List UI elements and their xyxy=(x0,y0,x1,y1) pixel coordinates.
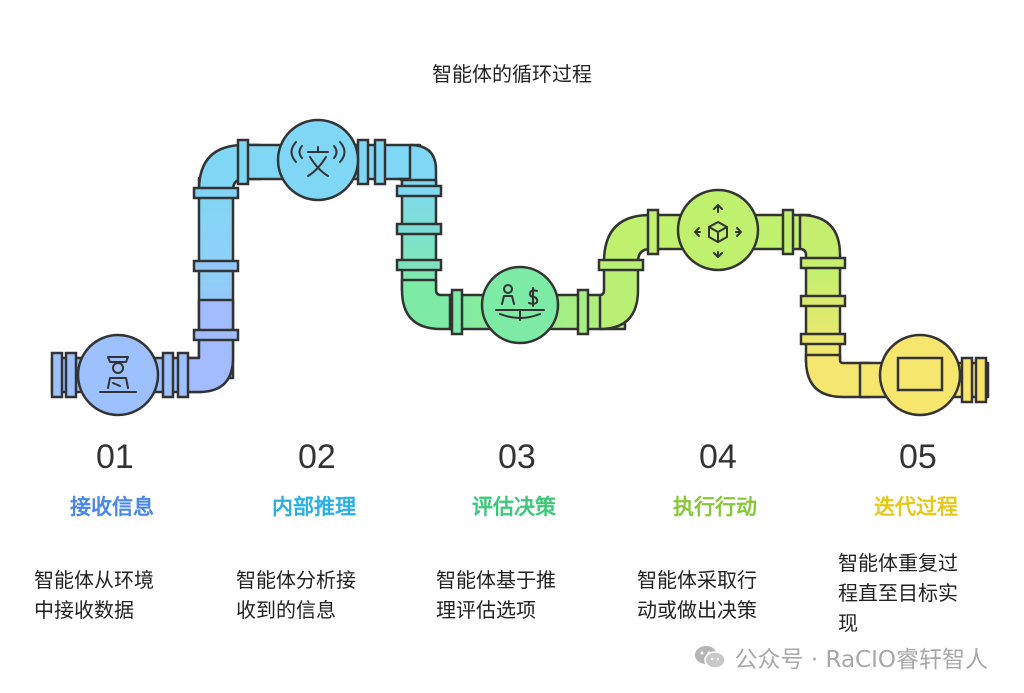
pipe-collar xyxy=(356,138,370,186)
pipe-collar xyxy=(960,356,974,404)
step-1-description: 智能体从环境 中接收数据 xyxy=(34,565,154,625)
step-4-label: 执行行动 xyxy=(673,495,757,519)
desc-line: 中接收数据 xyxy=(34,598,134,622)
rectangle-icon xyxy=(896,356,944,392)
node-1 xyxy=(76,333,160,417)
node-5 xyxy=(878,333,962,417)
step-4-description: 智能体采取行 动或做出决策 xyxy=(637,565,757,625)
pipe-collar xyxy=(799,294,847,308)
pipe-collar xyxy=(799,256,847,270)
step-3-label: 评估决策 xyxy=(472,495,556,519)
desc-line: 动或做出决策 xyxy=(637,598,757,622)
pipe-collar xyxy=(646,208,660,256)
pipe-collar xyxy=(576,288,590,336)
pipe-collar xyxy=(236,138,250,186)
step-3-description: 智能体基于推 理评估选项 xyxy=(436,565,556,625)
pipe-collar xyxy=(799,332,847,346)
node-3 xyxy=(480,265,560,345)
pipe-collar xyxy=(192,328,240,342)
pipe-collar xyxy=(395,184,443,198)
pipe-collar xyxy=(395,258,443,272)
translate-broadcast-icon xyxy=(290,141,346,177)
desc-line: 智能体基于推 xyxy=(436,568,556,592)
pipe-elbow-5 xyxy=(598,260,640,331)
pipe-collar xyxy=(50,351,64,399)
pipe-collar xyxy=(781,208,795,256)
move-cube-icon xyxy=(694,204,742,258)
pipe-segment-7 xyxy=(804,260,842,364)
desc-line: 智能体采取行 xyxy=(637,568,757,592)
step-2-number: 02 xyxy=(298,438,336,476)
watermark: 公众号 · RaCIO睿轩智人 xyxy=(693,640,988,674)
desc-line: 理评估选项 xyxy=(436,598,536,622)
desc-line: 现 xyxy=(838,611,858,635)
step-5-number: 05 xyxy=(899,438,937,476)
pipe-collar xyxy=(974,356,988,404)
desc-line: 智能体重复过 xyxy=(838,551,958,575)
node-2 xyxy=(276,118,360,202)
pipe-collar xyxy=(176,351,190,399)
step-1-number: 01 xyxy=(96,438,134,476)
watermark-text: 公众号 · RaCIO睿轩智人 xyxy=(734,647,988,673)
person-desk-icon xyxy=(99,356,137,393)
desc-line: 智能体从环境 xyxy=(34,568,154,592)
desc-line: 程直至目标实 xyxy=(838,581,958,605)
desc-line: 收到的信息 xyxy=(236,598,336,622)
step-4-number: 04 xyxy=(699,438,737,476)
pipe-collar xyxy=(192,186,240,200)
pipe-collar xyxy=(192,259,240,273)
step-1-label: 接收信息 xyxy=(70,495,154,519)
diagram-title: 智能体的循环过程 xyxy=(432,62,592,86)
pipe-elbow-1 xyxy=(178,298,235,394)
pipe-collar xyxy=(597,258,645,272)
step-5-description: 智能体重复过 程直至目标实 现 xyxy=(838,548,958,638)
desc-line: 智能体分析接 xyxy=(236,568,356,592)
balance-scale-icon xyxy=(495,284,545,321)
pipe-collar xyxy=(64,351,78,399)
node-4 xyxy=(676,188,760,272)
pipe-collar xyxy=(450,288,464,336)
pipe-collar xyxy=(373,138,387,186)
step-5-label: 迭代过程 xyxy=(874,495,958,519)
wechat-icon xyxy=(694,646,726,669)
step-2-label: 内部推理 xyxy=(272,495,356,519)
step-2-description: 智能体分析接 收到的信息 xyxy=(236,565,356,625)
step-3-number: 03 xyxy=(498,438,536,476)
pipe-collar xyxy=(161,351,175,399)
pipe-collar xyxy=(395,222,443,236)
